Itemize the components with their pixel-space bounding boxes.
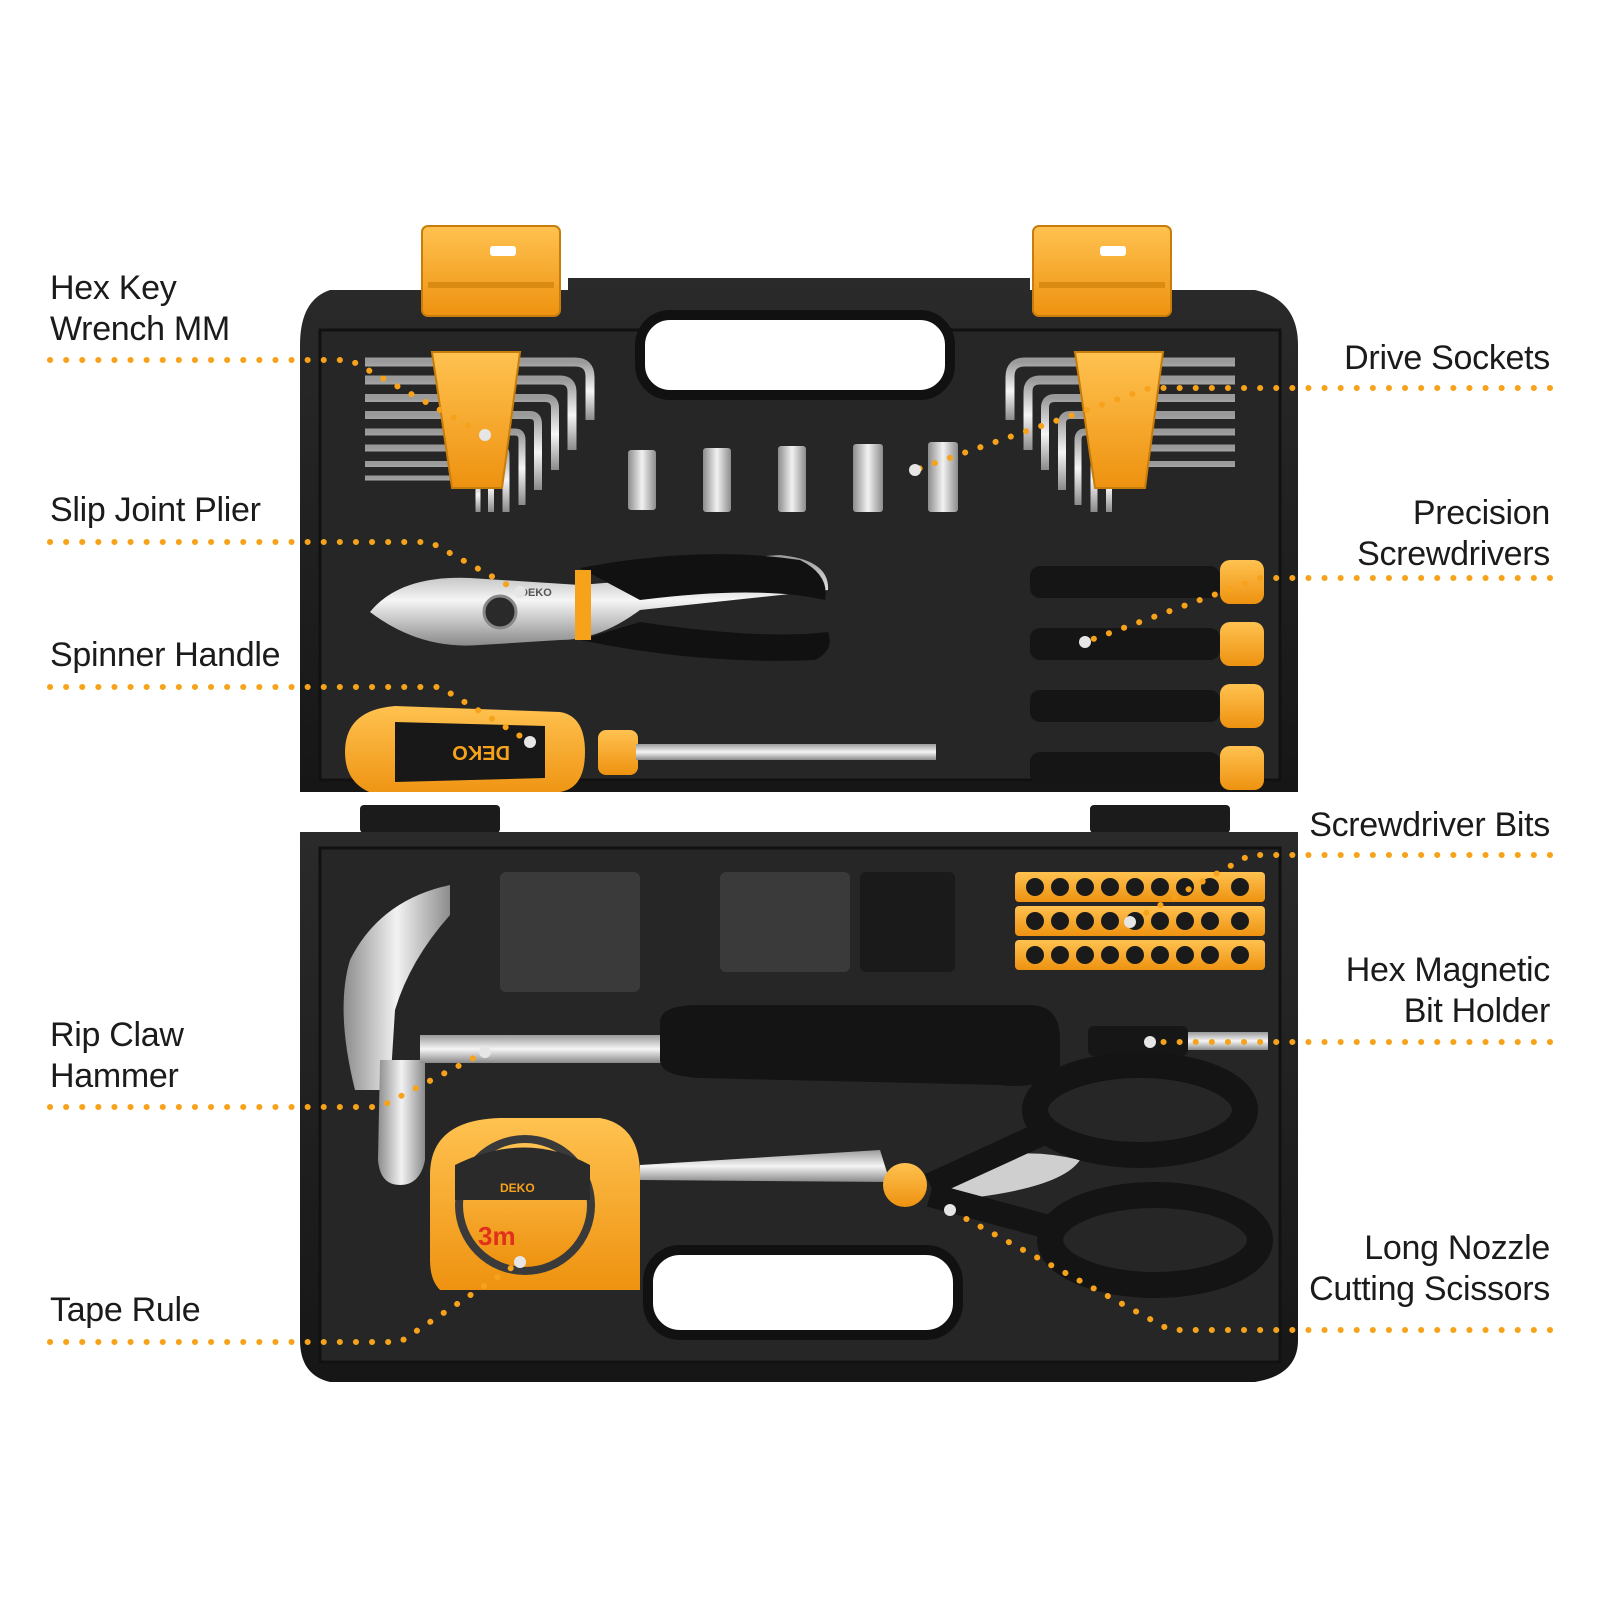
endpoint-drive-sockets: [909, 464, 921, 476]
endpoint-spinner-handle: [524, 736, 536, 748]
screwdriver-bits: [1015, 872, 1265, 970]
label-hex-key-line2: Wrench MM: [50, 310, 230, 348]
label-tape-rule: Tape Rule: [50, 1290, 201, 1331]
slip-joint-plier: DEKO: [370, 554, 830, 661]
label-precision-screwdrivers-line2: Screwdrivers: [1357, 535, 1550, 573]
label-screwdriver-bits: Screwdriver Bits: [1309, 805, 1550, 846]
endpoint-rip-claw-hammer: [479, 1046, 491, 1058]
endpoint-scissors: [944, 1204, 956, 1216]
leader-rip-claw-hammer: [47, 1049, 488, 1110]
endpoint-slip-joint-plier: [514, 586, 526, 598]
label-drive-sockets-line1: Drive Sockets: [1344, 339, 1550, 377]
leader-lines: [47, 357, 1553, 1345]
label-long-nozzle-scissors: Long Nozzle Cutting Scissors: [1309, 1228, 1550, 1310]
leader-scissors: [947, 1207, 1553, 1333]
leader-spinner-handle: [47, 684, 533, 745]
label-precision-screwdrivers: Precision Screwdrivers: [1357, 493, 1550, 575]
drive-sockets: [628, 442, 958, 512]
latch-right: [1032, 225, 1172, 317]
label-scissors-line2: Cutting Scissors: [1309, 1270, 1550, 1308]
label-rip-claw-hammer: Rip Claw Hammer: [50, 1015, 184, 1097]
rip-claw-hammer: [343, 885, 1060, 1185]
label-bit-holder-line2: Bit Holder: [1403, 992, 1551, 1030]
tape-logo: DEKO: [500, 1181, 535, 1195]
label-hex-key-wrench: Hex Key Wrench MM: [50, 268, 230, 350]
case-hinge: [300, 792, 1300, 833]
label-precision-screwdrivers-line1: Precision: [1412, 494, 1550, 532]
endpoint-tape-rule: [514, 1256, 526, 1268]
label-hex-key-line1: Hex Key: [50, 269, 177, 307]
label-spinner-handle-line1: Spinner Handle: [50, 636, 281, 674]
label-spinner-handle: Spinner Handle: [50, 635, 280, 676]
plier-logo: DEKO: [520, 587, 552, 599]
label-bit-holder-line1: Hex Magnetic: [1345, 951, 1551, 989]
label-scissors-line1: Long Nozzle: [1364, 1229, 1550, 1267]
label-slip-joint-plier: Slip Joint Plier: [50, 490, 261, 531]
leader-precision-screwdrivers: [1082, 575, 1553, 645]
label-screwdriver-bits-line1: Screwdriver Bits: [1309, 806, 1550, 844]
precision-screwdrivers: [905, 560, 1264, 790]
endpoint-screwdriver-bits: [1124, 916, 1136, 928]
label-slip-joint-plier-line1: Slip Joint Plier: [50, 491, 261, 529]
leader-slip-joint-plier: [47, 539, 523, 595]
upper-case-half: DEKO DEKO: [300, 225, 1298, 798]
tape-rule: DEKO 3m: [430, 1118, 640, 1290]
case-handle-bottom: [643, 1245, 963, 1340]
latch-left: [421, 225, 561, 317]
leader-hex-key: [47, 357, 488, 438]
long-nozzle-scissors: [640, 1052, 1273, 1298]
label-rip-claw-hammer-line2: Hammer: [50, 1057, 179, 1095]
spinner-handle: DEKO: [345, 706, 936, 798]
handle-logo: DEKO: [452, 741, 510, 763]
label-rip-claw-hammer-line1: Rip Claw: [50, 1016, 184, 1054]
label-tape-rule-line1: Tape Rule: [50, 1291, 201, 1329]
lower-case-half: DEKO 3m: [300, 832, 1298, 1382]
endpoint-precision-screwdrivers: [1079, 636, 1091, 648]
hex-key-set-left: [365, 351, 595, 512]
endpoint-hex-key: [479, 429, 491, 441]
label-drive-sockets: Drive Sockets: [1344, 338, 1550, 379]
label-hex-magnetic-bit-holder: Hex Magnetic Bit Holder: [1345, 950, 1551, 1032]
tape-length: 3m: [478, 1221, 516, 1251]
leader-endpoints: [479, 429, 1156, 1268]
endpoint-bit-holder: [1144, 1036, 1156, 1048]
case-handle-top: [635, 310, 955, 400]
leader-drive-sockets: [912, 385, 1553, 473]
